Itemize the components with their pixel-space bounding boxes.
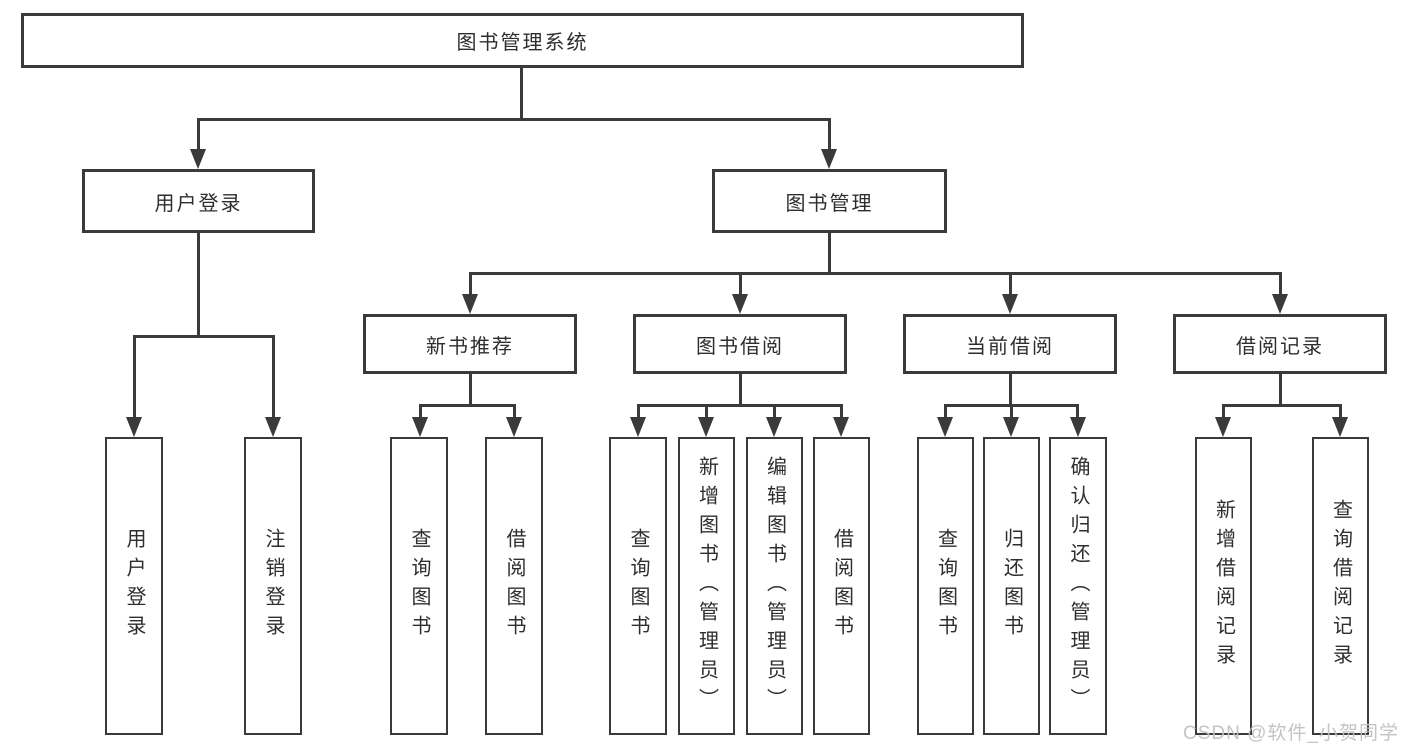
leaf-confirm-return-admin: 确认归还（管理员） — [1049, 437, 1107, 735]
arrow-down-icon — [506, 417, 522, 437]
leaf-edit-book-admin: 编辑图书（管理员） — [746, 437, 803, 735]
connector-line — [1222, 404, 1225, 419]
node-book-borrowing: 图书借阅 — [633, 314, 847, 374]
connector-line — [705, 404, 708, 419]
connector-line — [637, 404, 640, 419]
connector-line — [419, 404, 422, 419]
connector-line — [1279, 272, 1282, 296]
connector-line — [197, 118, 831, 121]
leaf-query-books-borrowing: 查询图书 — [609, 437, 667, 735]
connector-line — [1076, 404, 1079, 419]
arrow-down-icon — [1215, 417, 1231, 437]
connector-line — [1222, 404, 1341, 407]
leaf-return-books: 归还图书 — [983, 437, 1040, 735]
connector-line — [520, 68, 523, 121]
connector-line — [197, 233, 200, 338]
connector-line — [469, 272, 472, 296]
leaf-borrow-books-recommend: 借阅图书 — [485, 437, 543, 735]
arrow-down-icon — [462, 294, 478, 314]
arrow-down-icon — [630, 417, 646, 437]
node-current-borrowing: 当前借阅 — [903, 314, 1117, 374]
node-library-system: 图书管理系统 — [21, 13, 1024, 68]
connector-line — [739, 374, 742, 407]
arrow-down-icon — [821, 149, 837, 169]
leaf-logout: 注销登录 — [244, 437, 302, 735]
node-new-book-recommend: 新书推荐 — [363, 314, 577, 374]
node-book-management: 图书管理 — [712, 169, 947, 233]
connector-line — [1339, 404, 1342, 419]
connector-line — [739, 272, 742, 296]
arrow-down-icon — [766, 417, 782, 437]
arrow-down-icon — [1003, 417, 1019, 437]
node-user-login: 用户登录 — [82, 169, 315, 233]
arrow-down-icon — [265, 417, 281, 437]
connector-line — [469, 272, 1282, 275]
connector-line — [197, 118, 200, 152]
connector-line — [419, 404, 516, 407]
leaf-query-books-recommend: 查询图书 — [390, 437, 448, 735]
connector-line — [773, 404, 776, 419]
connector-line — [944, 404, 947, 419]
csdn-watermark: CSDN @软件_小贺同学 — [1183, 723, 1399, 744]
arrow-down-icon — [1070, 417, 1086, 437]
connector-line — [133, 335, 136, 419]
connector-line — [1010, 404, 1013, 419]
leaf-add-borrow-record: 新增借阅记录 — [1195, 437, 1252, 735]
arrow-down-icon — [126, 417, 142, 437]
connector-line — [133, 335, 275, 338]
leaf-query-books-current: 查询图书 — [917, 437, 974, 735]
arrow-down-icon — [698, 417, 714, 437]
leaf-user-login: 用户登录 — [105, 437, 163, 735]
connector-line — [513, 404, 516, 419]
leaf-query-borrow-record: 查询借阅记录 — [1312, 437, 1369, 735]
arrow-down-icon — [1272, 294, 1288, 314]
arrow-down-icon — [1002, 294, 1018, 314]
arrow-down-icon — [190, 149, 206, 169]
connector-line — [637, 404, 842, 407]
connector-line — [840, 404, 843, 419]
connector-line — [1009, 272, 1012, 296]
connector-line — [469, 374, 472, 407]
connector-line — [1009, 374, 1012, 407]
arrow-down-icon — [833, 417, 849, 437]
connector-line — [828, 118, 831, 152]
connector-line — [828, 233, 831, 275]
connector-line — [1279, 374, 1282, 407]
arrow-down-icon — [1332, 417, 1348, 437]
leaf-borrow-books-borrowing: 借阅图书 — [813, 437, 870, 735]
arrow-down-icon — [412, 417, 428, 437]
node-borrowing-records: 借阅记录 — [1173, 314, 1387, 374]
leaf-add-book-admin: 新增图书（管理员） — [678, 437, 735, 735]
arrow-down-icon — [937, 417, 953, 437]
connector-line — [272, 335, 275, 419]
arrow-down-icon — [732, 294, 748, 314]
